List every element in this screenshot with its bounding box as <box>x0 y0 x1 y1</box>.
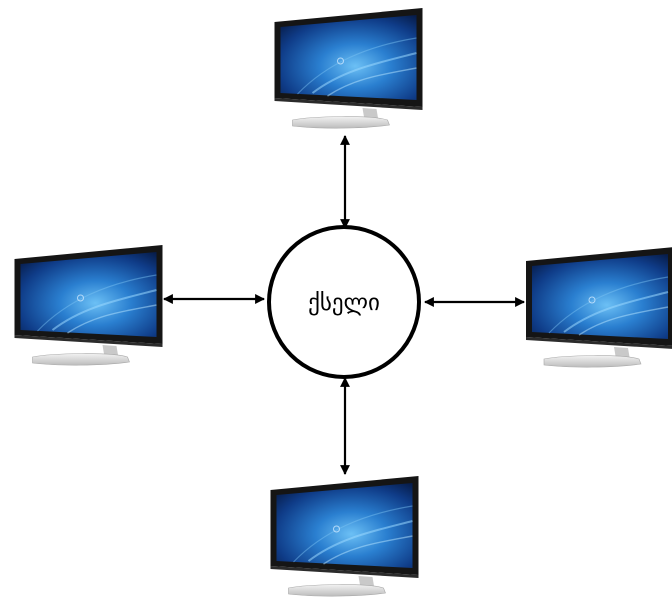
hub-label: ქსელი <box>308 290 380 316</box>
computer-left <box>13 243 164 367</box>
monitor-icon <box>13 243 164 367</box>
computer-top <box>273 6 424 130</box>
network-hub: ქსელი <box>267 225 421 379</box>
monitor-icon <box>269 474 420 598</box>
monitor-icon <box>273 6 424 130</box>
monitor-icon <box>525 246 672 369</box>
hub-circle <box>267 225 421 379</box>
computer-bottom <box>269 474 420 598</box>
computer-right <box>525 246 672 369</box>
